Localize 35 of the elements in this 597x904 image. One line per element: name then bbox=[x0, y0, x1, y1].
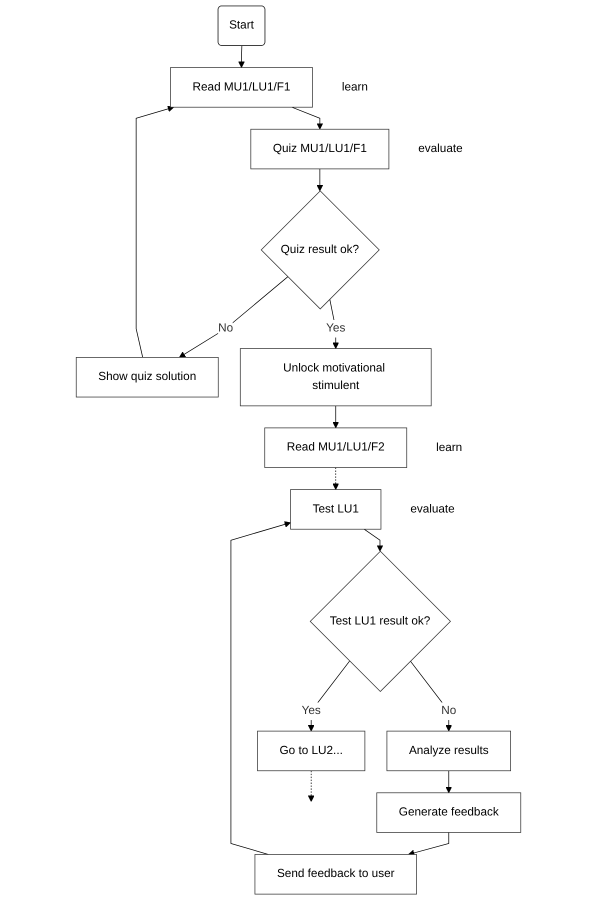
node-box: Analyze results bbox=[386, 730, 511, 772]
node-box: Quiz MU1/LU1/F1 bbox=[250, 128, 390, 170]
node-box: Test LU1 bbox=[290, 489, 382, 530]
arrow bbox=[364, 528, 384, 552]
node-box: Send feedback to user bbox=[254, 854, 417, 894]
arrow bbox=[179, 276, 288, 358]
node-box: Read MU1/LU1/F2 bbox=[264, 428, 408, 468]
edge-label: No bbox=[218, 322, 234, 335]
side-note: learn bbox=[436, 440, 462, 454]
side-note: evaluate bbox=[418, 142, 463, 156]
arrow bbox=[446, 770, 452, 794]
node-box: Generate feedback bbox=[376, 792, 522, 833]
node-box: Show quiz solution bbox=[76, 357, 219, 398]
edge-label: Yes bbox=[302, 704, 321, 718]
arrow bbox=[329, 298, 339, 349]
side-note: evaluate bbox=[410, 502, 455, 516]
arrow bbox=[308, 660, 350, 732]
arrow bbox=[292, 106, 324, 130]
node-box: Go to LU2... bbox=[257, 730, 366, 772]
arrow bbox=[316, 168, 324, 192]
node-diamond: Quiz result ok? bbox=[260, 190, 380, 310]
arrow bbox=[238, 46, 245, 68]
arrow bbox=[136, 106, 174, 358]
arrow bbox=[410, 660, 452, 732]
node-diamond: Test LU1 result ok? bbox=[310, 550, 451, 692]
arrow bbox=[332, 467, 339, 490]
arrow bbox=[308, 770, 314, 802]
arrow bbox=[332, 405, 339, 428]
arrow bbox=[230, 521, 291, 855]
node-box: Read MU1/LU1/F1 bbox=[170, 67, 313, 108]
edge-label: No bbox=[441, 704, 456, 718]
side-note: learn bbox=[342, 80, 368, 94]
arrow bbox=[408, 832, 450, 856]
edge-label: Yes bbox=[326, 322, 346, 335]
node-box: Unlock motivational stimulent bbox=[240, 348, 432, 406]
